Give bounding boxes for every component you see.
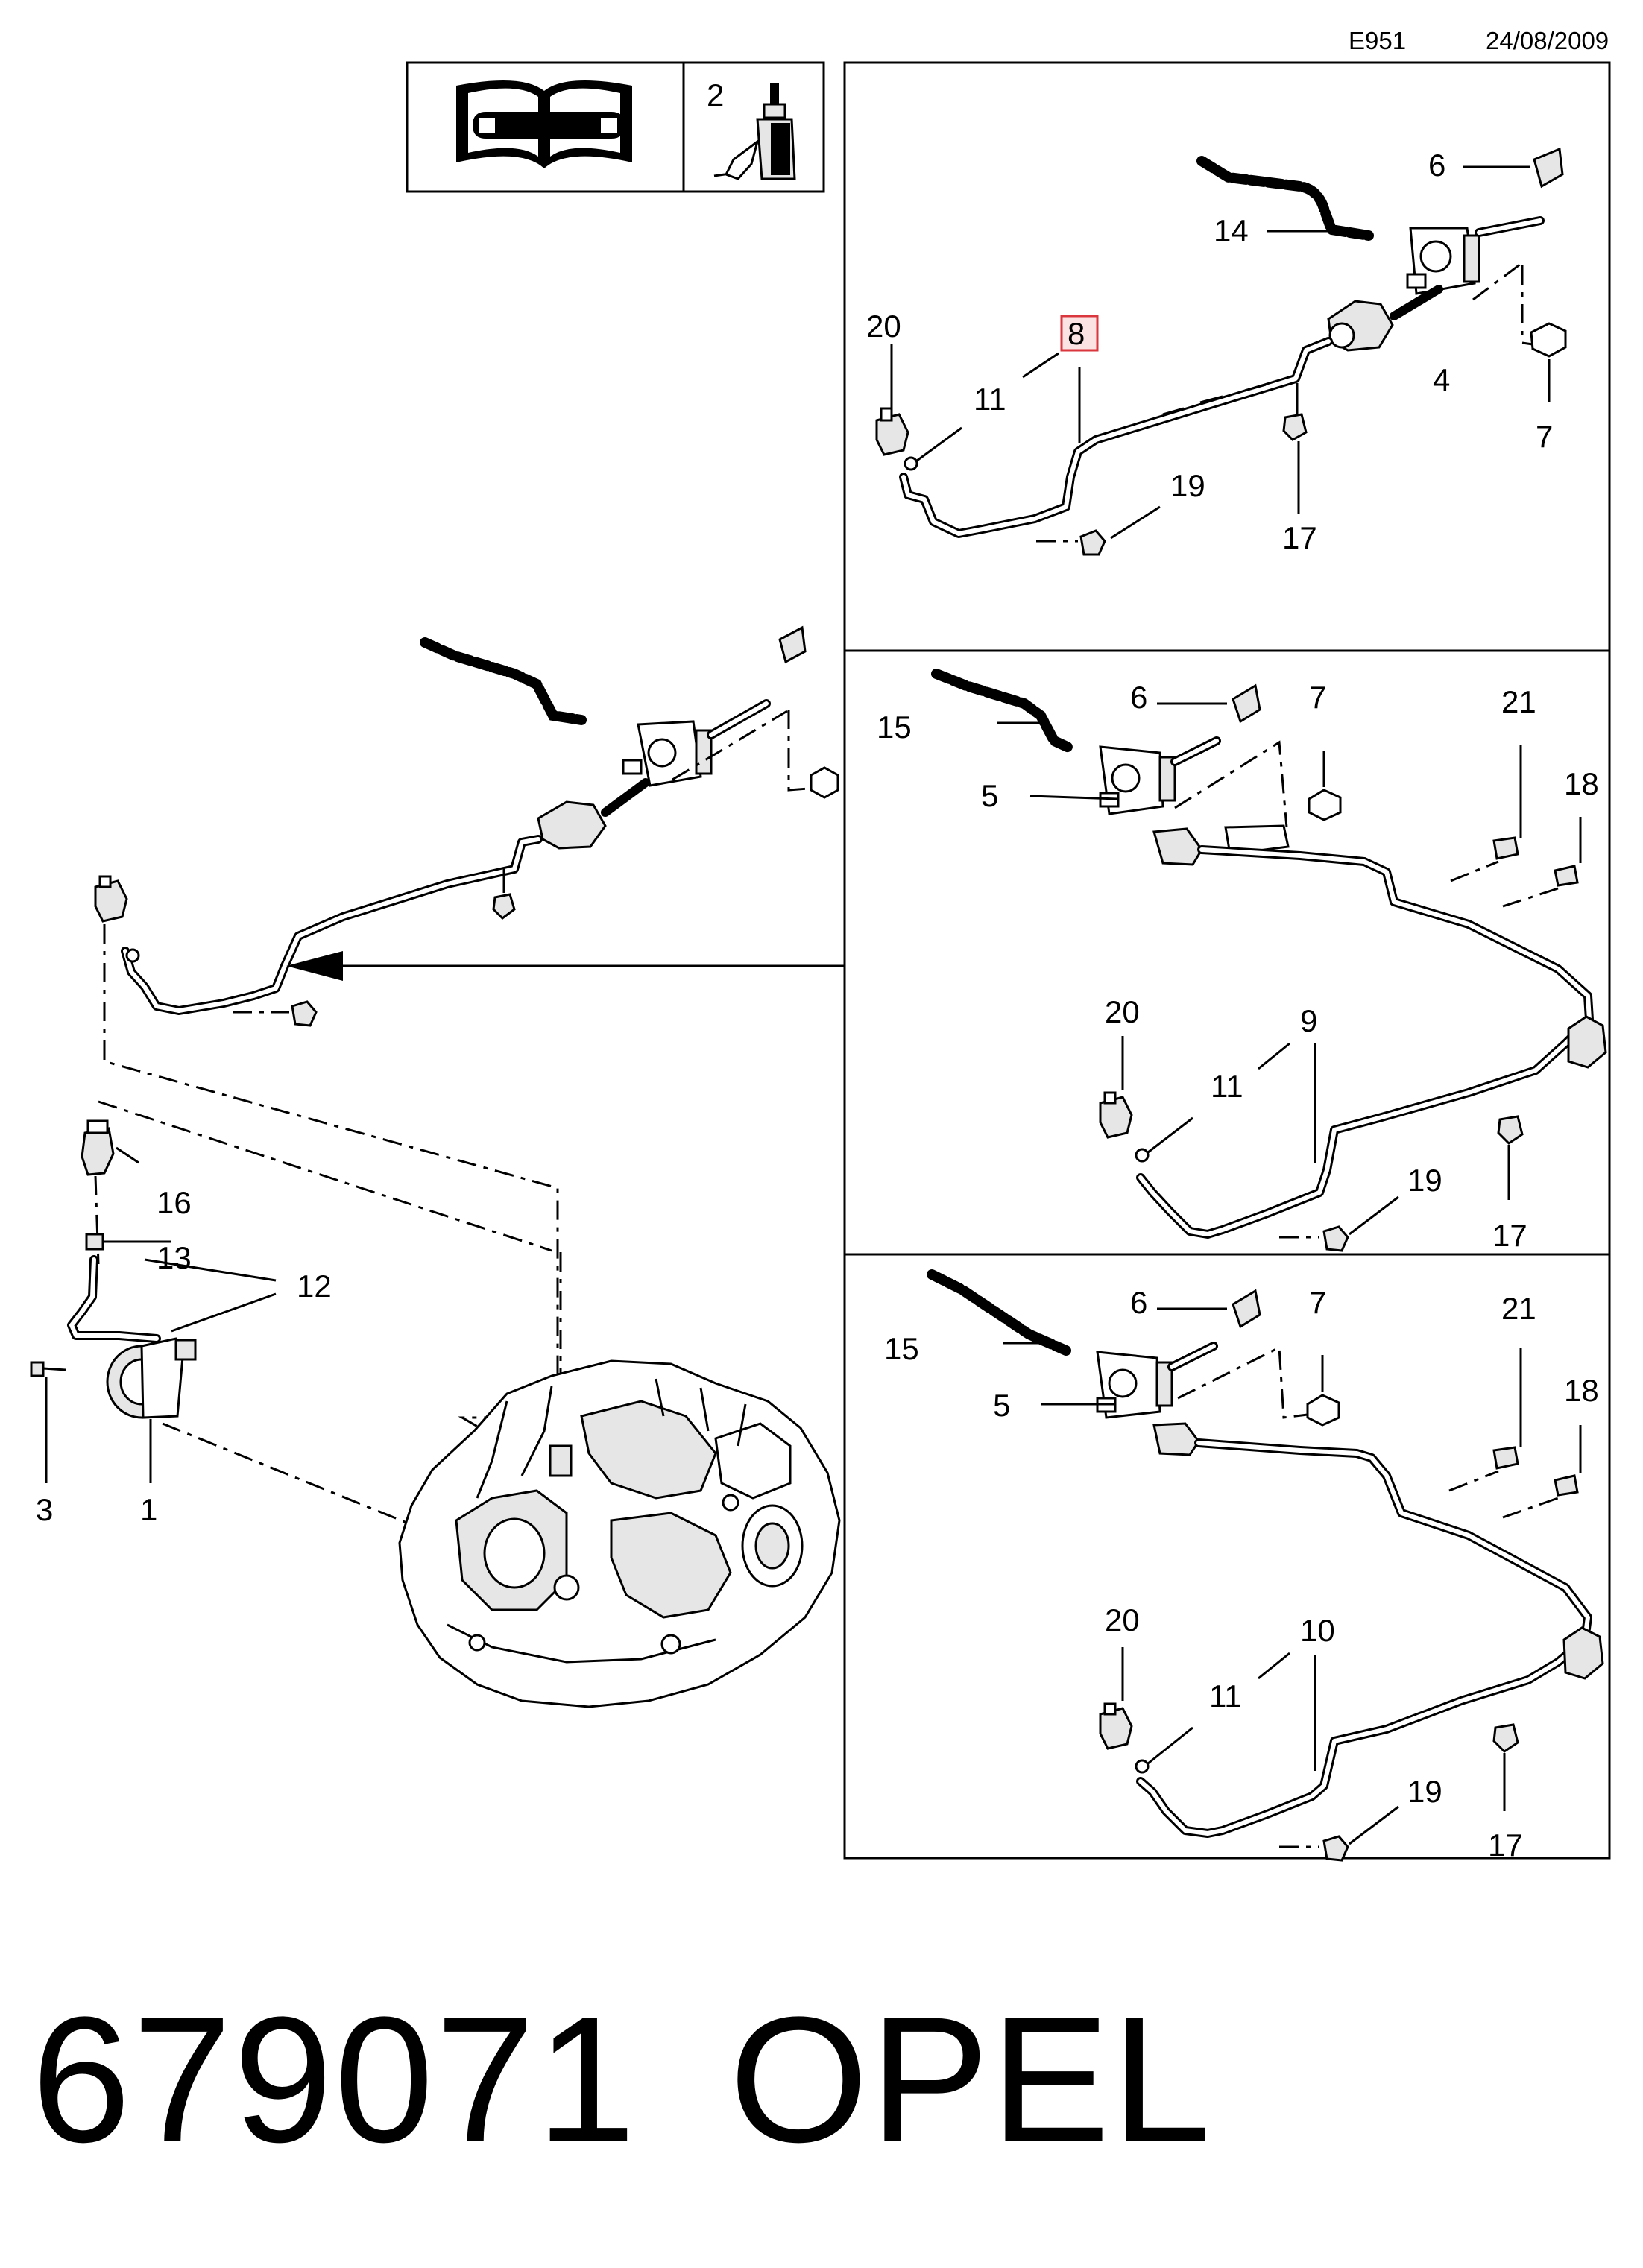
callout-8: 8: [1068, 316, 1085, 351]
diagram-code: E951: [1349, 27, 1407, 54]
callout-19: 19: [1407, 1163, 1442, 1198]
pulsation-damper-top: [1327, 285, 1443, 352]
clip-21-middle: [1492, 836, 1519, 860]
callout-11: 11: [974, 382, 1006, 417]
callout-17: 17: [1492, 1218, 1527, 1253]
callout-5: 5: [981, 778, 998, 813]
panel-middle: 6 7 21 15 18 5 20 9 11 19 17: [877, 669, 1607, 1253]
callout-7: 7: [1309, 1285, 1326, 1320]
retainer-19-middle: [1322, 1225, 1349, 1252]
clip-18-middle: [1554, 865, 1579, 887]
bolt-3: [30, 1361, 66, 1377]
clip-13: [85, 1233, 104, 1251]
pulsation-damper-middle: [1567, 1015, 1607, 1069]
callout-21: 21: [1501, 1291, 1536, 1326]
callout-19: 19: [1170, 468, 1205, 503]
callout-19: 19: [1407, 1774, 1442, 1809]
nut-7-bottom: [1306, 1394, 1340, 1427]
concentric-slave-cylinder: [106, 1337, 197, 1419]
retainer-19-bottom: [1322, 1835, 1349, 1862]
callout-6: 6: [1130, 680, 1147, 715]
clip-6-top: [1533, 147, 1564, 189]
bleed-port: [549, 1444, 573, 1477]
callout-13: 13: [157, 1240, 192, 1275]
nut-main: [810, 766, 839, 799]
retainer-19-top: [1079, 529, 1106, 556]
fluid-bottle-icon: [713, 83, 796, 180]
master-cylinder-middle: [1099, 736, 1221, 815]
connector-20-middle: [1099, 1091, 1150, 1163]
callout-14: 14: [1214, 213, 1249, 248]
panel-middle-frame: [843, 649, 1611, 1256]
callout-9: 9: [1300, 1003, 1317, 1038]
callout-6: 6: [1428, 148, 1445, 183]
arrow-icon: [286, 951, 343, 981]
connector-20-top: [875, 407, 918, 471]
clip-main-upper: [778, 625, 807, 664]
callout-15: 15: [884, 1331, 919, 1366]
connector-16: [81, 1119, 115, 1176]
transmission-housing: [398, 1359, 841, 1708]
pulsation-damper-bottom: [1562, 1626, 1604, 1680]
callout-7: 7: [1536, 419, 1553, 454]
panel-top-frame: [843, 61, 1611, 652]
callout-2: 2: [707, 78, 724, 113]
pulsation-damper-main: [537, 800, 607, 850]
callout-3: 3: [36, 1492, 53, 1527]
callout-12: 12: [297, 1269, 332, 1304]
callout-15: 15: [877, 710, 912, 745]
clip-17-top: [1282, 413, 1308, 441]
master-cylinder-top: [1406, 216, 1545, 295]
callout-1: 1: [140, 1492, 157, 1527]
panel-bottom: 6 7 21 15 18 5 20 10 11 19 17: [884, 1269, 1604, 1863]
callout-20: 20: [1105, 994, 1140, 1029]
callout-20: 20: [1105, 1602, 1140, 1637]
callout-17: 17: [1488, 1828, 1523, 1863]
callout-6: 6: [1130, 1285, 1147, 1320]
clip-6-middle: [1232, 683, 1261, 724]
callout-11: 11: [1209, 1678, 1242, 1713]
callout-7: 7: [1309, 680, 1326, 715]
main-view: 16 13 12 3 1: [30, 625, 845, 1708]
callout-4: 4: [1433, 362, 1450, 397]
diagram-date: 24/08/2009: [1486, 27, 1609, 54]
nut-7-top: [1530, 322, 1567, 358]
callout-16: 16: [157, 1185, 192, 1220]
master-cylinder-bottom: [1096, 1342, 1218, 1419]
master-cylinder-main: [622, 699, 771, 787]
callout-18: 18: [1564, 1373, 1599, 1408]
clip-21-bottom: [1492, 1446, 1519, 1470]
callout-5: 5: [993, 1388, 1010, 1423]
repair-manual-icon: [456, 80, 632, 168]
callout-10: 10: [1300, 1613, 1335, 1648]
panel-top: 8 6 14 20 11 4 7 19 17: [866, 147, 1567, 556]
nut-7-middle: [1308, 789, 1342, 821]
clip-18-bottom: [1554, 1474, 1579, 1497]
callout-17: 17: [1282, 520, 1317, 555]
legend-box: 2: [406, 61, 825, 193]
connector-main-upper: [94, 875, 140, 963]
callout-11: 11: [1211, 1069, 1243, 1104]
part-number: 679071: [31, 1980, 637, 2179]
brand-name: OPEL: [729, 1980, 1213, 2179]
callout-18: 18: [1564, 766, 1599, 801]
callout-21: 21: [1501, 684, 1536, 719]
callout-20: 20: [866, 309, 901, 344]
clip-6-bottom: [1232, 1289, 1261, 1329]
connector-20-bottom: [1099, 1702, 1150, 1774]
panel-bottom-frame: [843, 1253, 1611, 1860]
callout-8-highlight: [1060, 315, 1099, 352]
clip-17-bottom: [1492, 1723, 1519, 1753]
clip-17-middle: [1497, 1115, 1524, 1145]
